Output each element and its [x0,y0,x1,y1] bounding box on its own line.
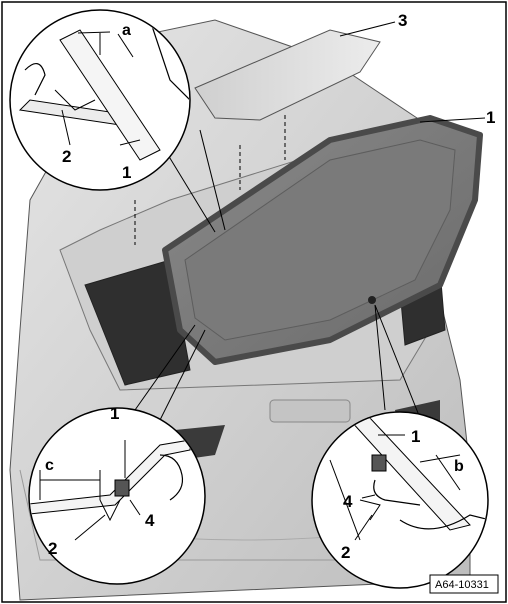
dimension-label-a: a [122,22,131,39]
detail-bottom-right: 1 b 4 2 [311,411,489,589]
callout-top-glass: 1 [122,163,131,182]
callout-top-clip: 2 [62,147,71,166]
callout-br-glass: 1 [411,427,420,446]
detail-leaders [134,129,421,421]
callout-br-clip: 2 [341,543,350,562]
callout-bl-clip: 2 [48,539,57,558]
callout-br-spacer: 4 [343,492,353,511]
dimension-label-c: c [45,457,54,474]
detail-bottom-left: 1 c 4 2 [28,404,206,585]
roof-spoiler [194,21,396,121]
rear-window-glass [162,115,486,365]
dimension-label-b: b [454,458,464,475]
glass-mount-point [368,296,376,304]
callout-bl-glass: 1 [110,404,119,423]
callout-bl-spacer: 4 [145,511,155,530]
callout-spoiler: 3 [398,11,407,30]
detail-top: a 2 1 [9,9,191,191]
callout-windshield: 1 [486,108,495,127]
reference-code-box: A64-10331 [429,574,499,594]
reference-code: A64-10331 [435,579,489,591]
